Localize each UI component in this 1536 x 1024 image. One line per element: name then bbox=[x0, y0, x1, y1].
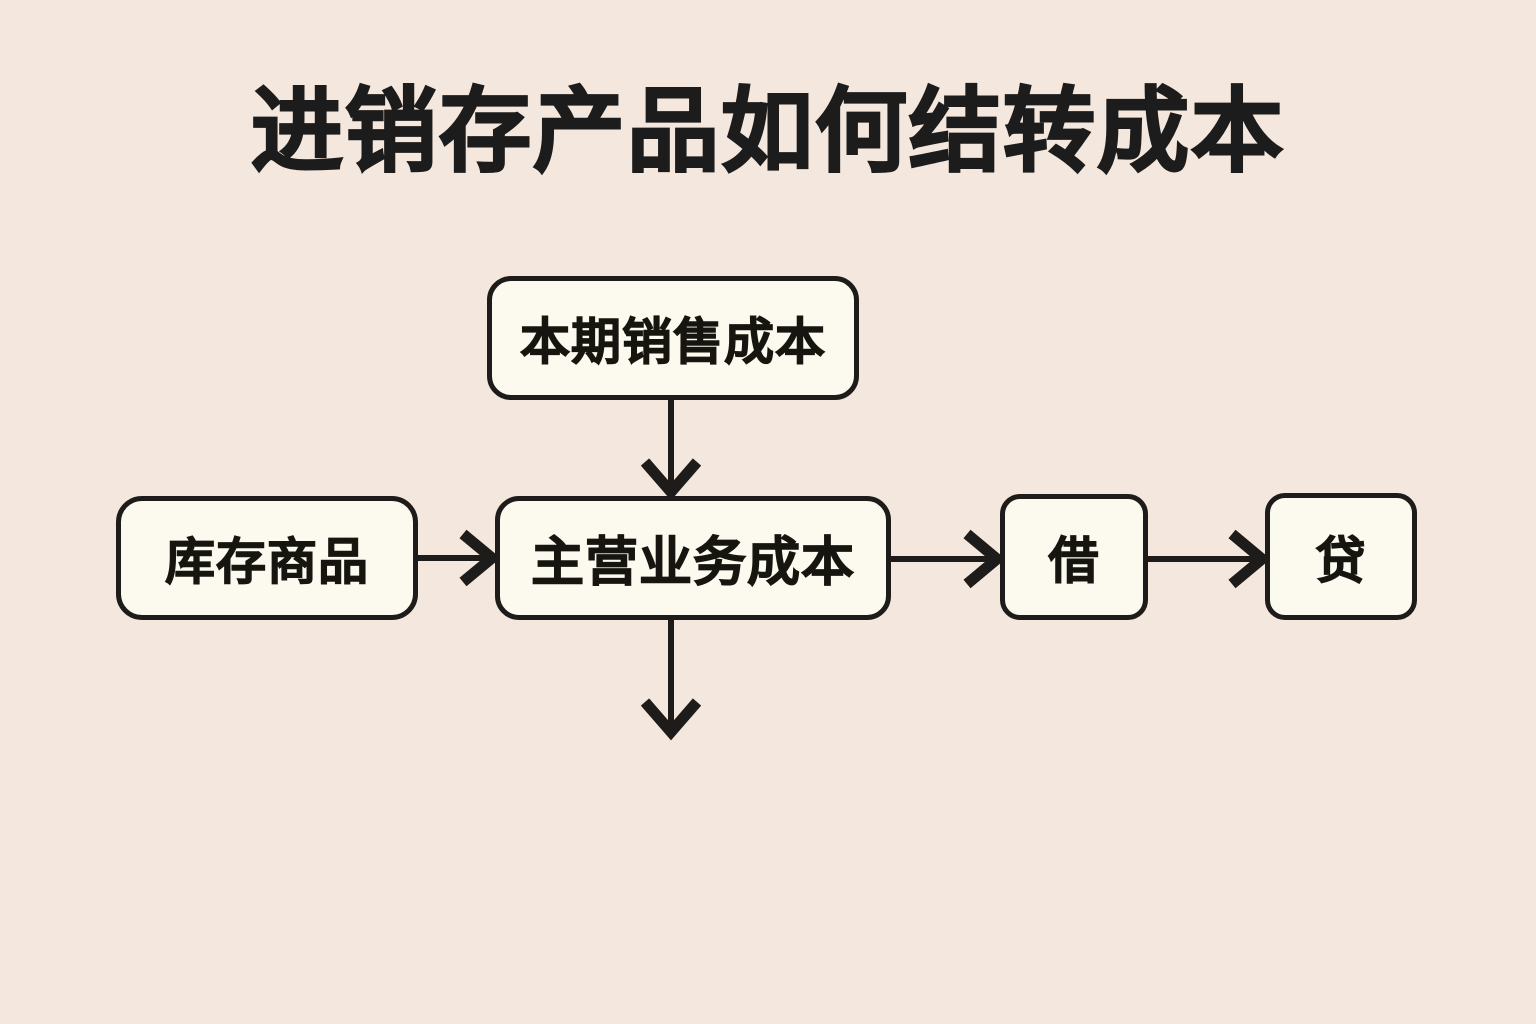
edge-current-cost-to-main-cost bbox=[640, 398, 702, 501]
node-inventory-goods-label: 库存商品 bbox=[165, 534, 369, 591]
node-main-business-cost[interactable]: 主营业务成本 bbox=[495, 496, 891, 620]
node-inventory-goods[interactable]: 库存商品 bbox=[116, 496, 418, 620]
page-title: 进销存产品如何结转成本 bbox=[250, 81, 1285, 183]
edge-inventory-to-main-cost bbox=[418, 529, 501, 587]
node-current-sales-cost-label: 本期销售成本 bbox=[520, 314, 826, 371]
edge-main-cost-down bbox=[640, 620, 702, 741]
edge-debit-to-credit bbox=[1148, 529, 1271, 589]
node-main-business-cost-label: 主营业务成本 bbox=[531, 533, 855, 593]
node-credit-label: 贷 bbox=[1315, 532, 1367, 589]
node-current-sales-cost[interactable]: 本期销售成本 bbox=[487, 276, 859, 400]
node-credit[interactable]: 贷 bbox=[1265, 493, 1417, 620]
edge-main-cost-to-debit bbox=[891, 529, 1006, 589]
node-debit-label: 借 bbox=[1048, 533, 1100, 590]
node-debit[interactable]: 借 bbox=[1000, 494, 1148, 620]
